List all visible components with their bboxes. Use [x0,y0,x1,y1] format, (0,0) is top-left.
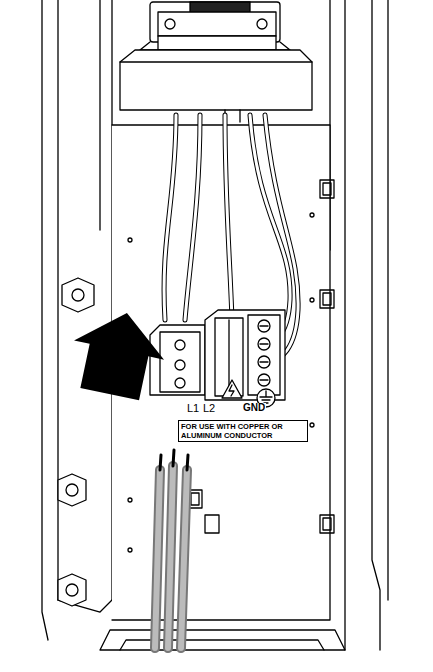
terminal-label: L1 [186,403,200,414]
terminal-label: L2 [202,403,216,414]
terminal-label: GND [242,403,266,413]
warning-note: FOR USE WITH COPPER OR ALUMINUM CONDUCTO… [178,420,308,442]
